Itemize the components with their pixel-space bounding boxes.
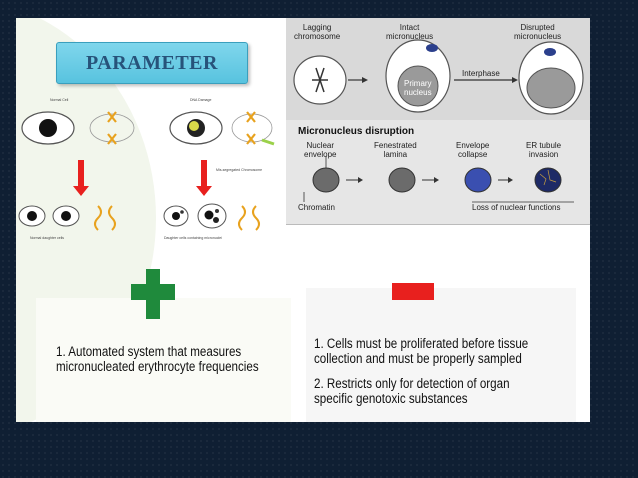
label-dna-damage: DNA Damage bbox=[190, 98, 212, 102]
spindle-left bbox=[89, 113, 135, 143]
label-primary-nucleus: Primary nucleus bbox=[404, 79, 432, 97]
red-arrow-right bbox=[196, 160, 212, 196]
label-daughter-micronuclei: Daughter cells containing micronuclei bbox=[164, 236, 222, 240]
minus-icon bbox=[392, 283, 434, 300]
label-chromatin: Chromatin bbox=[298, 203, 335, 212]
stage-label-1: Nuclear envelope bbox=[304, 141, 337, 159]
stage-label-3: Envelope collapse bbox=[456, 141, 490, 159]
chromosome-pair-left bbox=[107, 111, 117, 145]
plus-icon-bar bbox=[131, 284, 175, 300]
label-mis-segregated: Mis-segregated Chromosome bbox=[216, 168, 263, 172]
disadvantages-panel bbox=[306, 288, 576, 422]
label-normal-daughter: Normal daughter cells bbox=[30, 236, 65, 240]
cell-division-illustration bbox=[18, 111, 275, 231]
normal-nucleus bbox=[39, 119, 57, 137]
label-disrupted: Disrupted micronucleus bbox=[514, 23, 562, 41]
advantages-panel bbox=[36, 298, 291, 422]
advantage-item-1: 1. Automated system that measures micron… bbox=[56, 344, 259, 374]
stage-label-2: Fenestrated lamina bbox=[374, 141, 417, 159]
label-lagging: Lagging chromosome bbox=[294, 23, 341, 41]
disadvantage-item-2: 2. Restricts only for detection of organ… bbox=[314, 376, 510, 406]
slide: PARAMETER bbox=[16, 18, 590, 422]
label-normal-cell: Normal Cell bbox=[50, 98, 69, 102]
parameter-heading: PARAMETER bbox=[56, 42, 248, 84]
label-intact: Intact micronucleus bbox=[386, 23, 434, 41]
stage-label-4: ER tubule invasion bbox=[526, 141, 562, 159]
label-loss-functions: Loss of nuclear functions bbox=[472, 203, 561, 212]
diagram-graphics bbox=[293, 39, 584, 203]
red-arrow-left bbox=[73, 160, 89, 196]
micronucleus-diagram: Lagging chromosome Intact micronucleus D… bbox=[286, 18, 590, 225]
diagram-section-title: Micronucleus disruption bbox=[298, 126, 415, 137]
chromosome-pair-right bbox=[246, 111, 256, 145]
label-interphase: Interphase bbox=[462, 69, 500, 78]
disadvantage-item-1: 1. Cells must be proliferated before tis… bbox=[314, 336, 529, 366]
